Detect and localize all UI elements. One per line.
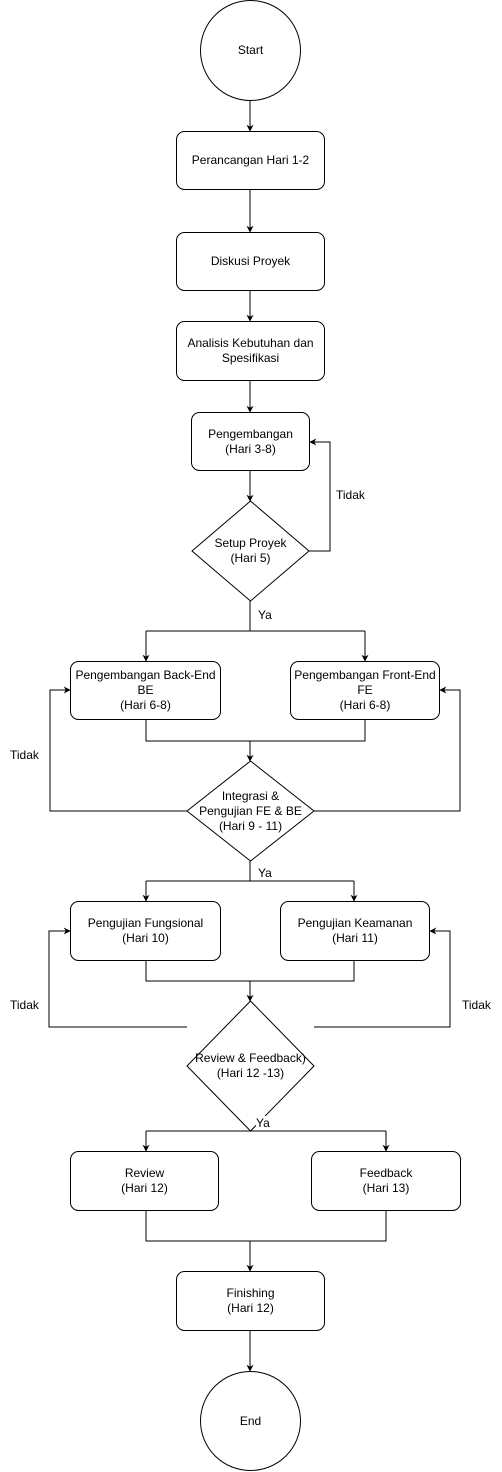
flowchart-edges [48,101,461,1372]
node-start-shape [200,0,301,101]
edge-backend-join [145,720,366,742]
node-diskusi-shape [176,232,325,291]
node-analisis-shape [176,321,325,381]
edge-review-loop-right [314,927,451,1028]
edge-label-review-yes: Ya [256,1116,270,1130]
edge-label-review-no-right: Tidak [462,998,491,1012]
edge-review-loop-left [48,927,187,1028]
edge-integrasi-loop-right [314,686,461,812]
flowchart-shapes [70,0,461,1471]
node-backend-shape [70,661,221,720]
node-feedback-shape [311,1151,461,1211]
node-pengembangan-shape [191,412,310,471]
node-keamanan-shape [280,901,430,961]
node-perancangan-shape [176,131,325,190]
node-review-shape [70,1151,219,1211]
edge-label-review-no-left: Tidak [10,998,39,1012]
node-finishing-shape [176,1271,325,1331]
edge-integrasi-loop-left [49,686,187,812]
edge-pengujian-join [145,961,355,982]
node-frontend-shape [290,661,440,720]
edge-label-setup-no: Tidak [336,488,365,502]
node-fungsional-shape [70,901,221,961]
edge-setup-loop-back [309,438,331,552]
node-end-shape [200,1371,301,1471]
edge-label-integrasi-no: Tidak [10,748,39,762]
node-review-feedback-shape [186,1000,315,1132]
edge-review-join [145,1211,387,1242]
node-integrasi-shape [186,760,315,862]
edge-label-integrasi-yes: Ya [258,866,272,880]
edge-label-setup-yes: Ya [258,608,272,622]
node-setup-shape [191,500,310,602]
